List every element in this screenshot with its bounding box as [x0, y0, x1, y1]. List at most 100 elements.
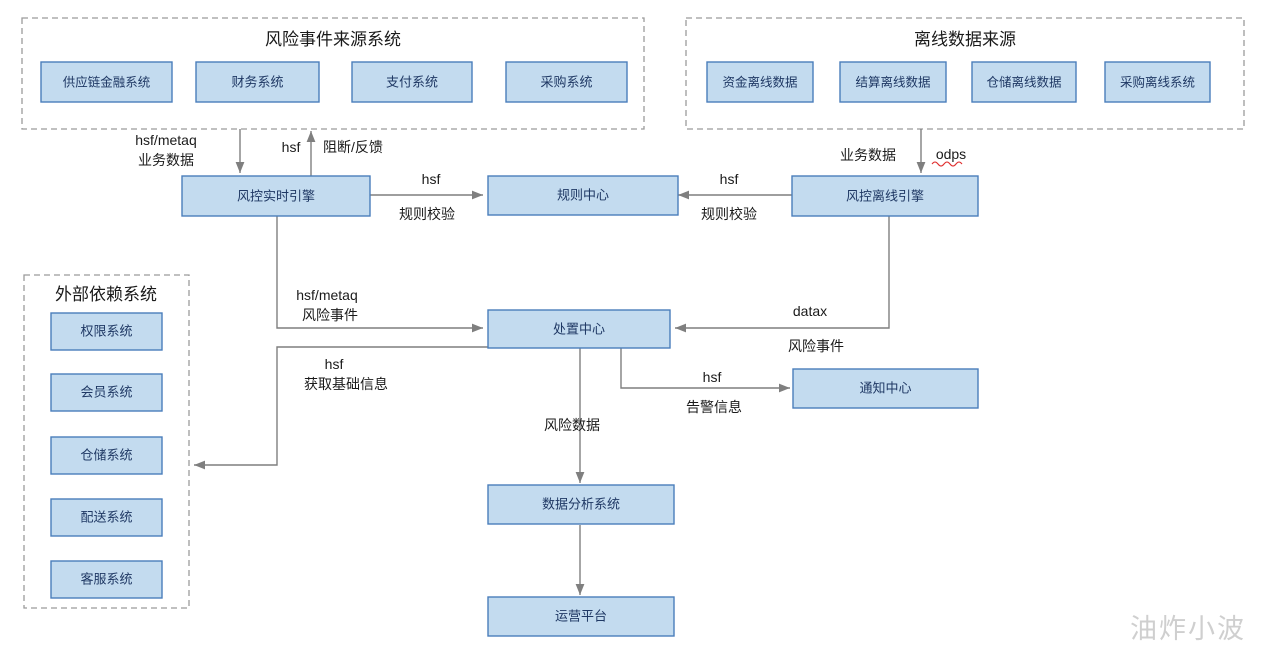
node-settlement-offline-data[interactable]: 结算离线数据: [839, 61, 947, 103]
node-disposal-center[interactable]: 处置中心: [487, 309, 671, 349]
edge-label-payload-business-data-2: 业务数据: [840, 147, 896, 163]
node-box-procurement-offline-system[interactable]: [1104, 61, 1211, 103]
node-member-system[interactable]: 会员系统: [50, 373, 163, 412]
node-box-member-system[interactable]: [50, 373, 163, 412]
node-rule-center[interactable]: 规则中心: [487, 175, 679, 216]
group-title-risk-event-sources: 风险事件来源系统: [265, 30, 401, 49]
node-label-procurement-system: 采购系统: [540, 74, 592, 89]
edge-label-payload-business-data-1: 业务数据: [138, 152, 194, 168]
node-payment-system[interactable]: 支付系统: [351, 61, 473, 103]
edge-label-disposal-to-notification: hsf 告警信息: [686, 369, 742, 415]
group-frame-offline-data-sources: [685, 17, 1245, 130]
edge-label-protocol-hsf-metaq-2: hsf/metaq: [296, 287, 357, 303]
edge-label-payload-alarm-info: 告警信息: [686, 399, 742, 415]
node-label-payment-system: 支付系统: [386, 74, 438, 89]
group-title-external-dependencies: 外部依赖系统: [55, 285, 157, 304]
spellcheck-underline-odps: [931, 161, 963, 167]
node-box-offline-engine[interactable]: [791, 175, 979, 217]
node-label-warehouse-offline-data: 仓储离线数据: [986, 74, 1061, 89]
edge-label-disposal-to-external: hsf 获取基础信息: [304, 356, 388, 392]
edge-disposal-to-external: [194, 346, 488, 470]
edge-offline-to-disposal: [675, 216, 890, 333]
node-box-operation-platform[interactable]: [487, 596, 675, 637]
node-procurement-offline-system[interactable]: 采购离线系统: [1104, 61, 1211, 103]
group-frame-external-dependencies: [23, 274, 190, 609]
group-risk-event-sources: 风险事件来源系统 供应链金融系统 财务系统 支付系统 采购系统: [21, 17, 645, 130]
node-box-notification-center[interactable]: [792, 368, 979, 409]
node-box-customer-service-system[interactable]: [50, 560, 163, 599]
edge-label-payload-fetch-base-info: 获取基础信息: [304, 376, 388, 392]
edge-label-protocol-hsf-metaq-1: hsf/metaq: [135, 132, 196, 148]
node-label-realtime-engine: 风控实时引擎: [237, 188, 315, 203]
edge-label-realtime-to-disposal: hsf/metaq 风险事件: [296, 287, 358, 323]
edge-label-protocol-hsf-3: hsf: [720, 171, 739, 187]
node-box-settlement-offline-data[interactable]: [839, 61, 947, 103]
node-label-notification-center: 通知中心: [859, 380, 911, 395]
edge-label-payload-risk-event-2: 风险事件: [788, 338, 844, 354]
node-box-supply-chain-finance[interactable]: [40, 61, 173, 103]
node-finance-system[interactable]: 财务系统: [195, 61, 320, 103]
node-realtime-engine[interactable]: 风控实时引擎: [181, 175, 371, 217]
edge-label-payload-block-feedback: 阻断/反馈: [323, 139, 383, 155]
node-box-procurement-system[interactable]: [505, 61, 628, 103]
node-label-disposal-center: 处置中心: [553, 321, 605, 336]
edge-label-sources-to-realtime: hsf/metaq 业务数据: [135, 132, 196, 168]
edge-label-offline-to-disposal: datax 风险事件: [788, 303, 844, 354]
node-delivery-system[interactable]: 配送系统: [50, 498, 163, 537]
node-box-rule-center[interactable]: [487, 175, 679, 216]
node-permission-system[interactable]: 权限系统: [50, 312, 163, 351]
edge-realtime-to-disposal: [276, 216, 483, 333]
node-box-warehouse-offline-data[interactable]: [971, 61, 1077, 103]
node-box-delivery-system[interactable]: [50, 498, 163, 537]
edge-label-protocol-odps: odps: [936, 146, 966, 162]
edge-label-protocol-hsf-2: hsf: [422, 171, 441, 187]
edge-label-realtime-to-rule: hsf 规则校验: [399, 171, 455, 222]
node-box-finance-system[interactable]: [195, 61, 320, 103]
node-box-warehouse-system[interactable]: [50, 436, 163, 475]
edge-label-offline-to-rule: hsf 规则校验: [701, 171, 757, 222]
node-offline-engine[interactable]: 风控离线引擎: [791, 175, 979, 217]
node-label-customer-service-system: 客服系统: [80, 571, 132, 586]
node-funds-offline-data[interactable]: 资金离线数据: [706, 61, 814, 103]
edge-label-protocol-hsf-4: hsf: [325, 356, 344, 372]
group-offline-data-sources: 离线数据来源 资金离线数据 结算离线数据 仓储离线数据 采购离线系统: [685, 17, 1245, 130]
node-label-rule-center: 规则中心: [557, 187, 609, 202]
node-box-permission-system[interactable]: [50, 312, 163, 351]
node-data-analysis-system[interactable]: 数据分析系统: [487, 484, 675, 525]
edge-label-payload-rule-check-1: 规则校验: [399, 206, 455, 222]
node-label-procurement-offline-system: 采购离线系统: [1120, 74, 1195, 89]
node-warehouse-offline-data[interactable]: 仓储离线数据: [971, 61, 1077, 103]
node-warehouse-system[interactable]: 仓储系统: [50, 436, 163, 475]
watermark: 油炸小波: [1130, 614, 1246, 644]
node-label-warehouse-system: 仓储系统: [80, 447, 132, 462]
node-box-funds-offline-data[interactable]: [706, 61, 814, 103]
edge-label-payload-risk-data: 风险数据: [544, 417, 600, 433]
node-box-disposal-center[interactable]: [487, 309, 671, 349]
node-label-operation-platform: 运营平台: [555, 608, 607, 623]
node-label-funds-offline-data: 资金离线数据: [722, 74, 797, 89]
node-box-realtime-engine[interactable]: [181, 175, 371, 217]
node-label-offline-engine: 风控离线引擎: [846, 188, 924, 203]
node-box-payment-system[interactable]: [351, 61, 473, 103]
group-title-offline-data-sources: 离线数据来源: [914, 30, 1016, 49]
node-procurement-system[interactable]: 采购系统: [505, 61, 628, 103]
node-label-delivery-system: 配送系统: [80, 509, 132, 524]
node-box-data-analysis-system[interactable]: [487, 484, 675, 525]
group-external-dependencies: 外部依赖系统 权限系统 会员系统 仓储系统 配送系统 客服系统: [23, 274, 190, 609]
node-operation-platform[interactable]: 运营平台: [487, 596, 675, 637]
edge-label-protocol-datax: datax: [793, 303, 827, 319]
node-label-finance-system: 财务系统: [231, 74, 283, 89]
node-label-settlement-offline-data: 结算离线数据: [855, 74, 930, 89]
edge-label-payload-rule-check-2: 规则校验: [701, 206, 757, 222]
node-customer-service-system[interactable]: 客服系统: [50, 560, 163, 599]
edge-label-disposal-to-analysis: 风险数据: [544, 417, 600, 433]
node-label-supply-chain-finance: 供应链金融系统: [63, 74, 151, 89]
edge-label-protocol-hsf-1: hsf: [282, 139, 301, 155]
edge-label-payload-risk-event-1: 风险事件: [302, 307, 358, 323]
edge-disposal-to-notification: [620, 347, 790, 393]
node-label-member-system: 会员系统: [80, 384, 132, 399]
node-supply-chain-finance[interactable]: 供应链金融系统: [40, 61, 173, 103]
node-notification-center[interactable]: 通知中心: [792, 368, 979, 409]
